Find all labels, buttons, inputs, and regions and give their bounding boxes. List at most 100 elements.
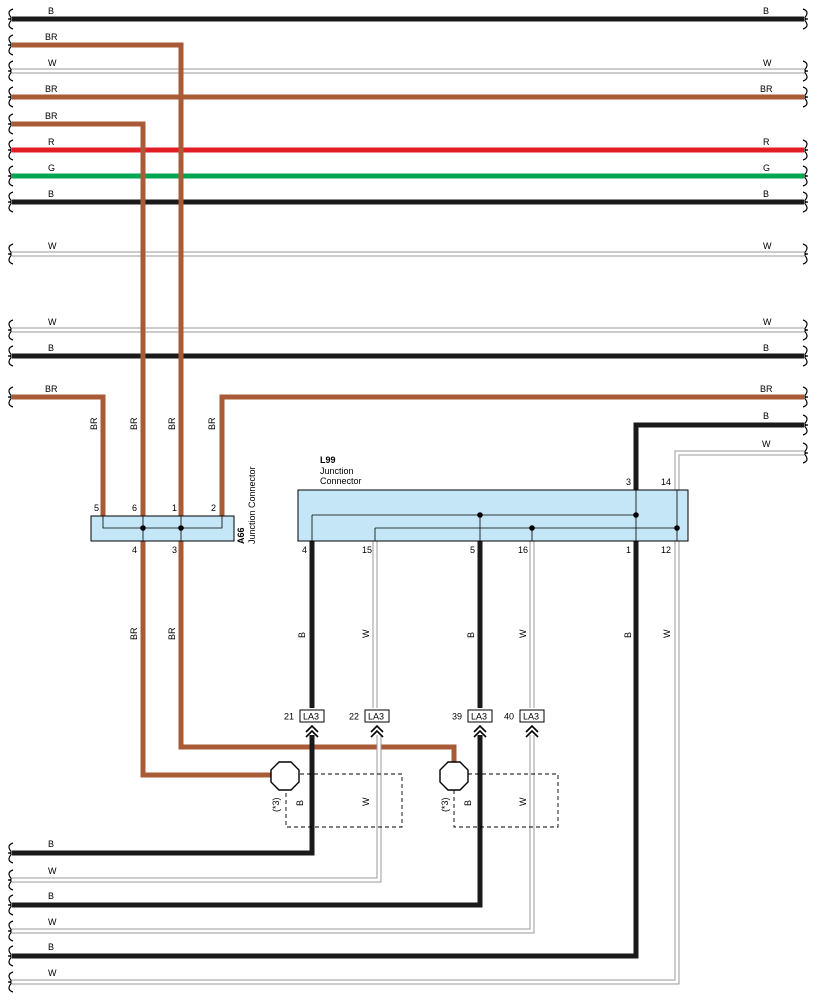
la3-pin-number: 40 bbox=[504, 712, 514, 722]
wire-label-b: B bbox=[48, 343, 54, 353]
wire-label-b: B bbox=[295, 800, 305, 806]
wire-label-b: B bbox=[763, 411, 769, 421]
l99-body[interactable] bbox=[297, 489, 689, 542]
wire-label-w: W bbox=[518, 797, 528, 806]
wire-label-w: W bbox=[48, 968, 57, 978]
l99-pin-16: 16 bbox=[518, 545, 528, 555]
a66-junction-connector[interactable]: 5 6 1 2 4 3 A66 Junction Connector bbox=[90, 466, 257, 555]
wire-label-br: BR bbox=[129, 627, 139, 640]
shield-group-1: (*3) bbox=[270, 761, 403, 828]
shield-note: (*3) bbox=[271, 797, 281, 812]
wire-label-b: B bbox=[48, 189, 54, 199]
wire-b-bottom-3 bbox=[12, 541, 639, 959]
chevron-up-icon bbox=[305, 724, 319, 733]
shield-ground-octagon-icon[interactable] bbox=[270, 761, 300, 791]
wire-label-w: W bbox=[763, 317, 772, 327]
chevron-up-icon bbox=[473, 729, 487, 738]
wire-label-r: R bbox=[763, 137, 770, 147]
la3-pin-number: 39 bbox=[452, 712, 462, 722]
a66-body[interactable] bbox=[90, 515, 235, 542]
wire-label-g: G bbox=[763, 163, 770, 173]
wire-w-bottom-2-core bbox=[12, 735, 534, 933]
wire-label-r: R bbox=[48, 137, 55, 147]
chevron-up-icon bbox=[525, 724, 539, 733]
la3-pin-number: 22 bbox=[349, 712, 359, 722]
l99-splice-dot bbox=[633, 512, 639, 518]
a66-name: Junction Connector bbox=[247, 466, 257, 544]
la3-pin-number: 21 bbox=[284, 712, 294, 722]
wire-break-icon bbox=[7, 139, 14, 161]
la3-tag[interactable] bbox=[364, 709, 390, 723]
wire-label-w: W bbox=[48, 58, 57, 68]
wire-break-icon bbox=[7, 386, 14, 408]
la3-terminal[interactable]: LA3 40 bbox=[504, 709, 545, 738]
l99-pin-3: 3 bbox=[626, 477, 631, 487]
wire-break-icon bbox=[7, 971, 14, 993]
wire-w-l99-pin14-core bbox=[675, 451, 804, 490]
la3-terminal[interactable]: LA3 39 bbox=[452, 709, 493, 738]
wire-break-icon bbox=[7, 842, 14, 864]
a66-pin-5: 5 bbox=[94, 503, 99, 513]
wire-break-icon bbox=[7, 894, 14, 916]
wire-label-w: W bbox=[662, 629, 672, 638]
la3-code: LA3 bbox=[523, 712, 539, 722]
la3-tag[interactable] bbox=[299, 709, 325, 723]
shield-box bbox=[285, 773, 403, 828]
wire-break-icon bbox=[7, 319, 14, 341]
a66-pin-4: 4 bbox=[132, 545, 137, 555]
wire-w-bottom-1-core bbox=[12, 735, 381, 882]
l99-splice-dot bbox=[477, 512, 483, 518]
wire-break-icon bbox=[7, 869, 14, 891]
wire-label-w: W bbox=[48, 917, 57, 927]
wire-label-br: BR bbox=[167, 627, 177, 640]
l99-pin-5: 5 bbox=[470, 545, 475, 555]
wire-break-icon bbox=[7, 945, 14, 967]
wire-break-icon bbox=[7, 191, 14, 213]
wire-label-b: B bbox=[763, 189, 769, 199]
wire-break-icon bbox=[802, 345, 809, 367]
chevron-up-icon bbox=[370, 724, 384, 733]
shield-ground-octagon-icon[interactable] bbox=[439, 761, 469, 791]
wire-break-icon bbox=[802, 60, 809, 82]
wire-b-bottom-2 bbox=[12, 735, 483, 908]
a66-splice-dot bbox=[178, 525, 184, 531]
wire-break-icon bbox=[802, 442, 809, 464]
wire-label-w: W bbox=[361, 629, 371, 638]
chevron-up-icon bbox=[305, 729, 319, 738]
l99-pin-4: 4 bbox=[302, 545, 307, 555]
wire-label-w: W bbox=[763, 58, 772, 68]
wire-break-icon bbox=[802, 8, 809, 30]
wire-label-b: B bbox=[623, 632, 633, 638]
l99-junction-connector[interactable]: L99 Junction Connector 3 14 4 15 5 16 1 … bbox=[297, 455, 689, 555]
wire-break-icon bbox=[802, 139, 809, 161]
wire-break-icon bbox=[7, 920, 14, 942]
wire-label-w: W bbox=[361, 797, 371, 806]
la3-code: LA3 bbox=[471, 712, 487, 722]
wire-br-shield-1 bbox=[140, 541, 271, 778]
wire-w-bottom-1 bbox=[12, 735, 382, 883]
wire-label-b: B bbox=[463, 800, 473, 806]
wire-break-icon bbox=[802, 165, 809, 187]
a66-pin-2: 2 bbox=[211, 503, 216, 513]
wire-harness bbox=[12, 16, 804, 985]
shield-note: (*3) bbox=[440, 797, 450, 812]
wire-label-w: W bbox=[48, 241, 57, 251]
chevron-up-icon bbox=[525, 729, 539, 738]
wire-br-a66-pin5 bbox=[12, 394, 106, 516]
la3-tag[interactable] bbox=[519, 709, 545, 723]
wire-label-b: B bbox=[48, 839, 54, 849]
wire-endcaps bbox=[7, 8, 809, 993]
l99-pin-14: 14 bbox=[661, 477, 671, 487]
wire-label-b: B bbox=[297, 632, 307, 638]
a66-code: A66 bbox=[236, 527, 246, 544]
wire-break-icon bbox=[802, 319, 809, 341]
shield-box bbox=[453, 773, 559, 828]
wire-label-w: W bbox=[763, 241, 772, 251]
la3-tag[interactable] bbox=[467, 709, 493, 723]
wire-break-icon bbox=[7, 34, 14, 56]
wire-br-a66-pin2 bbox=[219, 394, 804, 516]
